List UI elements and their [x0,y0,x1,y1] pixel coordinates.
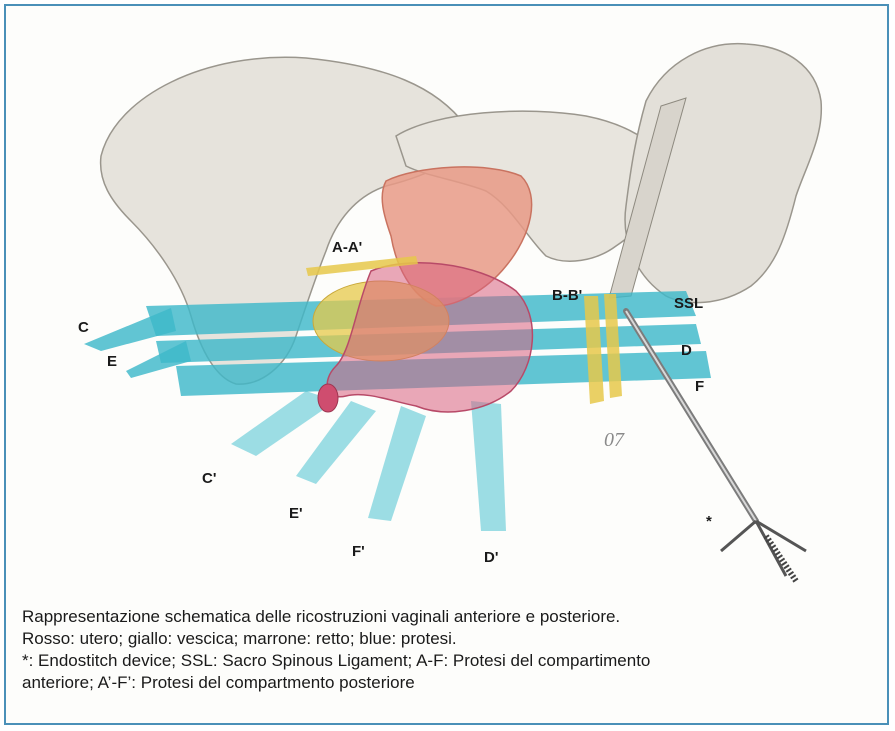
artist-signature: 07 [604,429,625,451]
label-c-prime: C' [202,470,216,487]
label-star: * [706,513,712,530]
figure-caption: Rappresentazione schematica delle ricost… [22,606,872,694]
label-d: D [681,342,692,359]
caption-line-1: Rappresentazione schematica delle ricost… [22,606,872,628]
label-b-b-prime: B-B' [552,287,582,304]
rectum-opening [318,384,338,412]
label-f: F [695,378,704,395]
caption-line-2: Rosso: utero; giallo: vescica; marrone: … [22,628,872,650]
mesh-posterior [231,391,506,531]
caption-line-3: *: Endostitch device; SSL: Sacro Spinous… [22,650,872,672]
figure-frame: A-A' B-B' SSL C E D F C' E' F' D' * 07 R… [4,4,889,725]
caption-line-4: anteriore; A’-F’: Protesi del compartmen… [22,672,872,694]
label-f-prime: F' [352,543,365,560]
label-e: E [107,353,117,370]
label-ssl: SSL [674,295,703,312]
endostitch-device [626,311,806,581]
label-a-a-prime: A-A' [332,239,362,256]
label-c: C [78,319,89,336]
label-d-prime: D' [484,549,498,566]
anatomy-illustration: A-A' B-B' SSL C E D F C' E' F' D' * 07 [6,6,891,596]
label-e-prime: E' [289,505,303,522]
